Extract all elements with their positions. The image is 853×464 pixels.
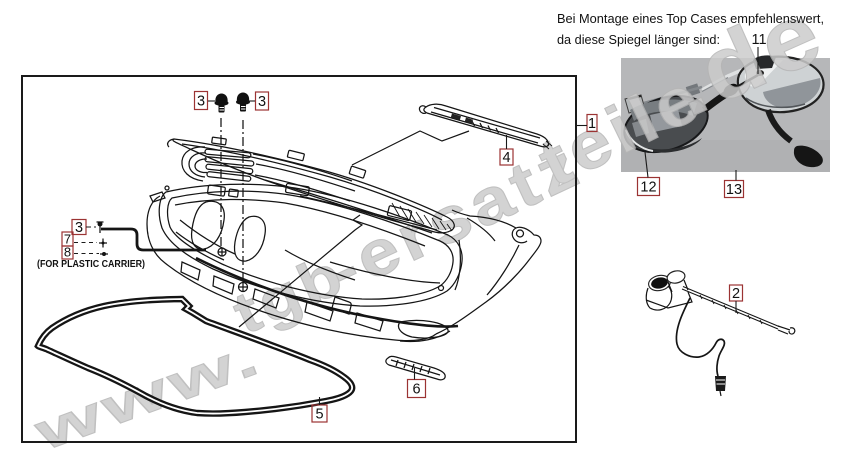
svg-text:4: 4: [502, 150, 510, 166]
svg-text:13: 13: [726, 182, 742, 198]
svg-text:Bei Montage eines Top Cases em: Bei Montage eines Top Cases empfehlenswe…: [557, 11, 824, 26]
svg-text:6: 6: [412, 382, 420, 398]
svg-text:1: 1: [588, 116, 596, 132]
svg-text:2: 2: [732, 286, 740, 302]
svg-text:3: 3: [197, 94, 205, 110]
svg-text:da diese Spiegel länger sind:: da diese Spiegel länger sind:: [557, 32, 720, 47]
svg-text:12: 12: [640, 180, 656, 196]
svg-text:5: 5: [315, 407, 323, 423]
svg-text:3: 3: [75, 220, 83, 236]
svg-text:7: 7: [64, 232, 71, 247]
svg-text:11: 11: [751, 32, 766, 48]
svg-text:(FOR PLASTIC CARRIER): (FOR PLASTIC CARRIER): [37, 259, 145, 270]
svg-text:3: 3: [258, 94, 266, 110]
svg-text:8: 8: [64, 245, 71, 260]
